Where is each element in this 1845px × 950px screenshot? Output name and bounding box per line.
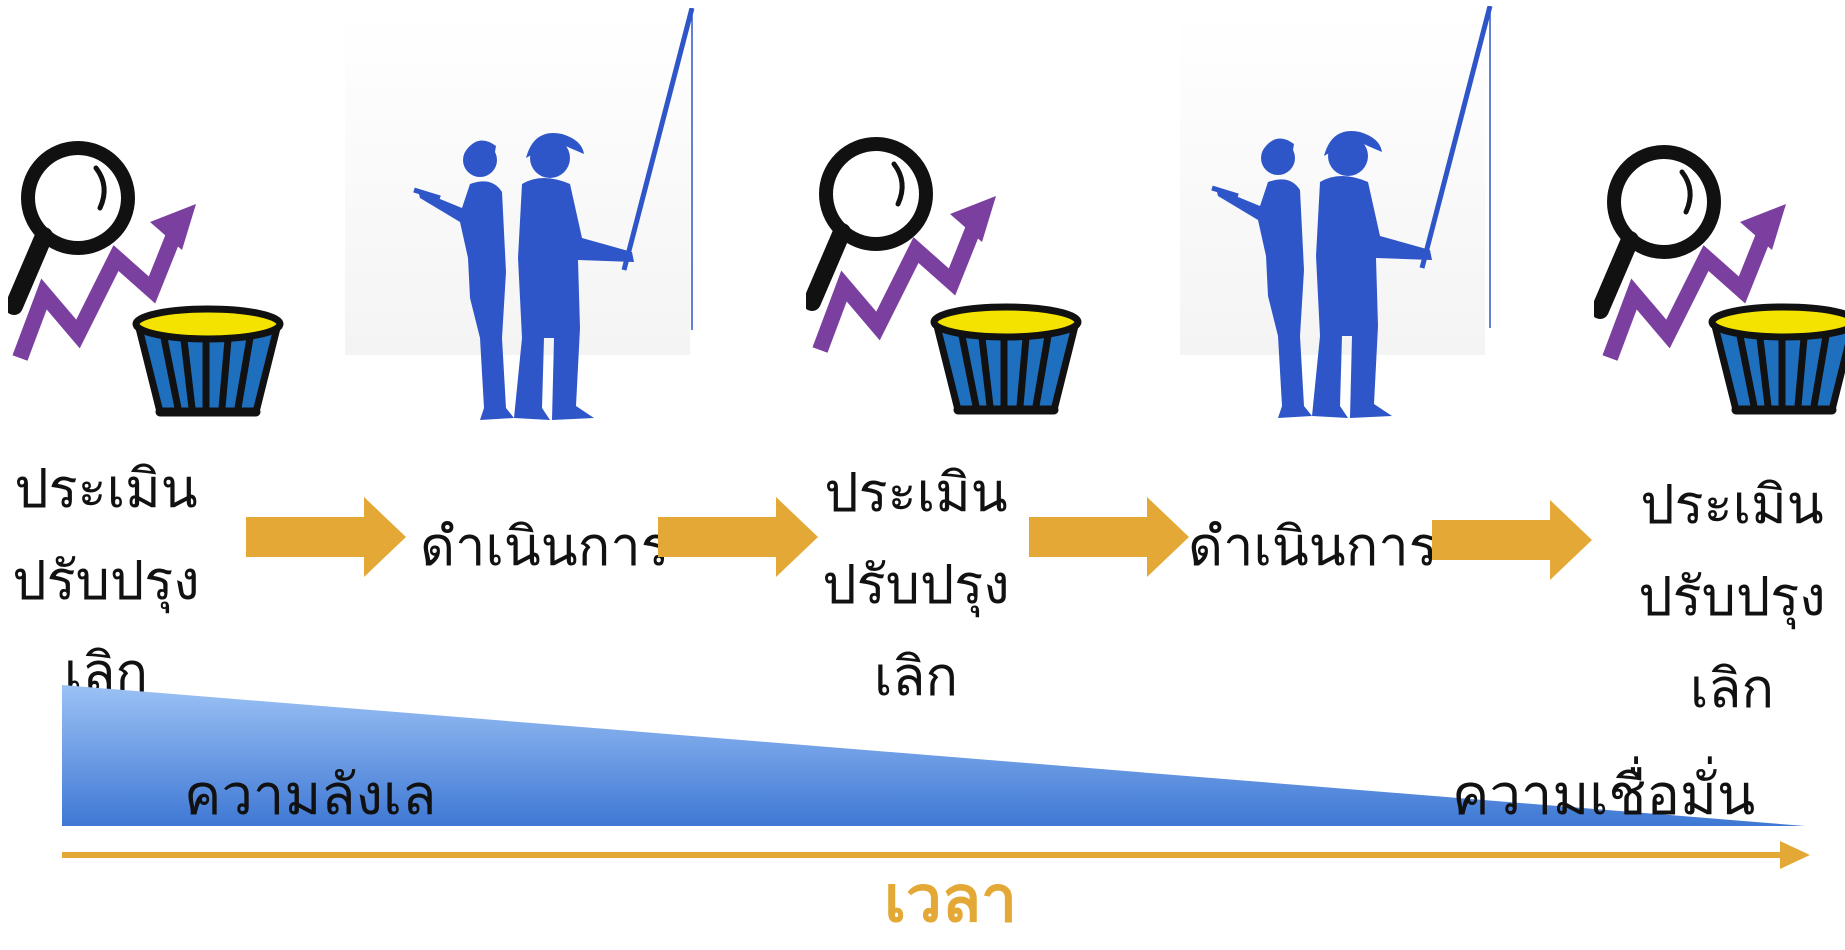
flow-arrow-1: [246, 497, 406, 577]
stage-3-line-1: ประเมิน: [1640, 473, 1824, 536]
stage-label-2: ประเมิน ปรับปรุง เลิก: [786, 447, 1046, 723]
stage-1-line-1: ประเมิน: [14, 457, 198, 520]
stage-3-line-2: ปรับปรุง: [1638, 565, 1826, 628]
people-image-background-1: [345, 10, 690, 355]
confidence-wedge: [62, 685, 1805, 826]
flow-arrow-4: [1432, 500, 1592, 580]
stage-1-line-2: ปรับปรุง: [12, 549, 200, 612]
wedge-right-label: ความเชื่อมั่น: [1452, 763, 1756, 828]
wedge-left-label: ความลังเล: [184, 763, 437, 828]
stage-2-line-2: ปรับปรุง: [822, 553, 1010, 616]
stage-2-line-3: เลิก: [873, 645, 959, 708]
flow-arrow-3: [1029, 497, 1189, 577]
action-label-1: ดำเนินการ: [420, 515, 670, 578]
timeline-label: เวลา: [884, 862, 1017, 937]
stage-3-line-3: เลิก: [1689, 657, 1775, 720]
stage-label-3: ประเมิน ปรับปรุง เลิก: [1602, 459, 1845, 735]
flow-arrow-2: [658, 497, 818, 577]
timeline-arrow: [62, 841, 1810, 869]
stage-2-line-1: ประเมิน: [824, 461, 1008, 524]
action-label-2: ดำเนินการ: [1188, 515, 1438, 578]
